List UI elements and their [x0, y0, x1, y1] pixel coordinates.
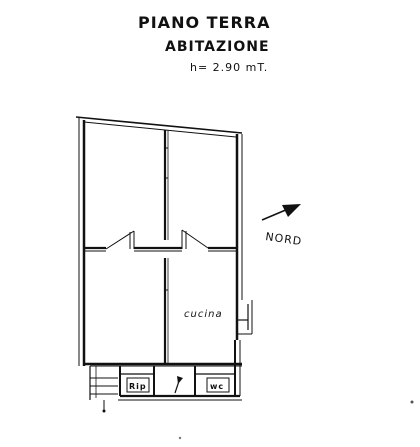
- north-arrow-icon: [261, 204, 301, 221]
- external-steps: [89, 366, 118, 413]
- plan-subtitle: ABITAZIONE: [165, 39, 270, 55]
- door-swing-right: [181, 229, 209, 249]
- scan-mark: [410, 400, 414, 404]
- ceiling-height-note: h= 2.90 mT.: [190, 61, 268, 74]
- entrance-arrow-icon: [174, 376, 183, 394]
- door-swing-left: [105, 230, 135, 250]
- wc-room-box: [206, 377, 230, 393]
- internal-wall-horizontal: [84, 246, 237, 252]
- room-label-storage: Rip: [129, 382, 147, 391]
- plan-title: PIANO TERRA: [138, 13, 271, 32]
- room-label-wc: wc: [210, 382, 224, 391]
- kitchen-window-recess: [234, 300, 253, 396]
- outer-walls: [75, 116, 243, 367]
- room-label-kitchen: cucina: [184, 309, 223, 320]
- internal-wall-vertical: [163, 130, 169, 364]
- service-block: [118, 366, 242, 401]
- north-label: NORD: [265, 230, 303, 248]
- storage-room-box: [126, 377, 150, 393]
- scan-mark: [178, 436, 182, 440]
